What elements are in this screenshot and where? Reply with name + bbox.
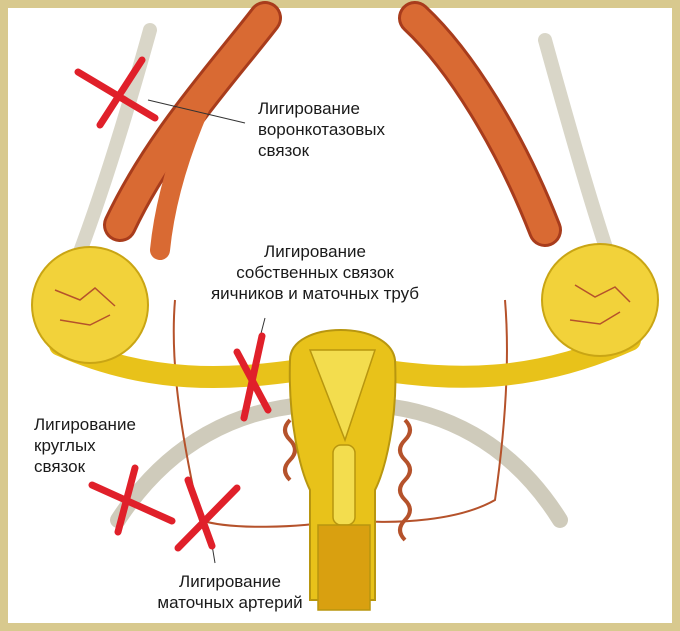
label-ovarian-line3: яичников и маточных труб xyxy=(190,283,440,304)
label-infundibulopelvic-line3: связок xyxy=(258,140,385,161)
cervical-canal xyxy=(333,445,355,525)
label-ovarian-line1: Лигирование xyxy=(190,241,440,262)
label-round-line2: круглых xyxy=(34,435,136,456)
label-uterine-artery-line2: маточных артерий xyxy=(150,592,310,613)
label-round-line1: Лигирование xyxy=(34,414,136,435)
right-iliac-artery-fill xyxy=(415,18,545,230)
ligation-mark-uterine-artery xyxy=(178,480,237,548)
label-infundibulopelvic-line1: Лигирование xyxy=(258,98,385,119)
label-ovarian: Лигирование собственных связок яичников … xyxy=(190,241,440,304)
label-round-line3: связок xyxy=(34,456,136,477)
label-round: Лигирование круглых связок xyxy=(34,414,136,477)
label-infundibulopelvic: Лигирование воронкотазовых связок xyxy=(258,98,385,161)
label-ovarian-line2: собственных связок xyxy=(190,262,440,283)
round-ligament-left xyxy=(118,405,305,520)
label-infundibulopelvic-line2: воронкотазовых xyxy=(258,119,385,140)
left-ovary xyxy=(32,247,148,363)
vagina xyxy=(318,525,370,610)
round-ligament-right xyxy=(375,405,560,520)
label-uterine-artery-line1: Лигирование xyxy=(150,571,310,592)
label-uterine-artery: Лигирование маточных артерий xyxy=(150,571,310,613)
right-ovary xyxy=(542,244,658,356)
